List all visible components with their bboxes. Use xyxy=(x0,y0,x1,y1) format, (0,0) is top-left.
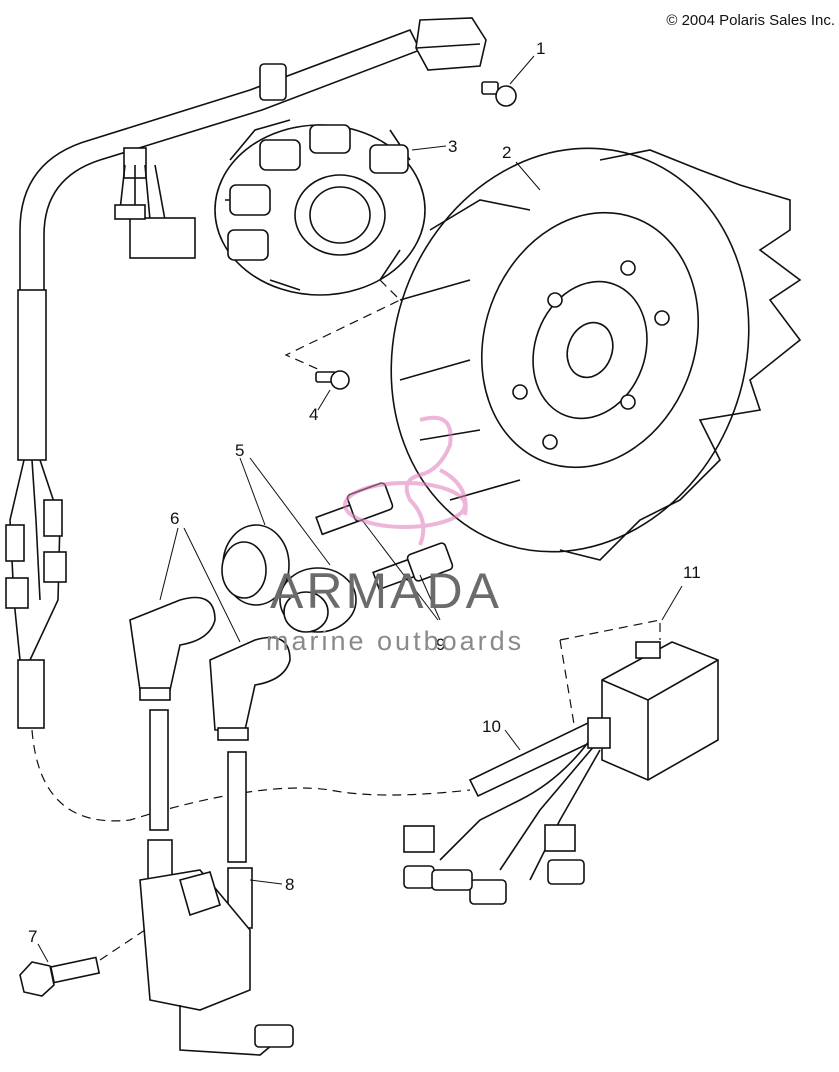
part-11-cdi-module xyxy=(559,585,719,781)
watermark-title: ARMADA xyxy=(270,563,502,619)
callout-7: 7 xyxy=(28,927,37,946)
wiring-harness xyxy=(5,28,471,822)
callout-5: 5 xyxy=(235,441,244,460)
callout-4: 4 xyxy=(309,405,318,424)
callout-2: 2 xyxy=(502,143,511,162)
callout-6: 6 xyxy=(170,509,179,528)
part-3-stator xyxy=(214,119,447,371)
part-7-bolt xyxy=(19,929,146,997)
part-5-spark-plug-caps xyxy=(221,457,357,633)
part-4-screw xyxy=(315,370,350,411)
part-2-flywheel xyxy=(390,147,802,561)
callout-3: 3 xyxy=(448,137,457,156)
part-1-screw-and-connector xyxy=(415,17,535,107)
watermark-subtitle: marine outboards xyxy=(266,626,524,656)
seahorse-logo-icon xyxy=(343,415,468,546)
callout-10: 10 xyxy=(482,717,501,736)
copyright-notice: © 2004 Polaris Sales Inc. xyxy=(666,12,835,29)
callout-8: 8 xyxy=(285,875,294,894)
armada-watermark: ARMADA marine outboards xyxy=(266,415,524,656)
part-8-ignition-coil xyxy=(139,709,294,1056)
part-10-harness xyxy=(403,720,602,905)
callout-9: 9 xyxy=(436,635,445,654)
callout-1: 1 xyxy=(536,39,545,58)
part-6-plug-boots xyxy=(129,527,291,741)
callout-11: 11 xyxy=(683,563,701,582)
